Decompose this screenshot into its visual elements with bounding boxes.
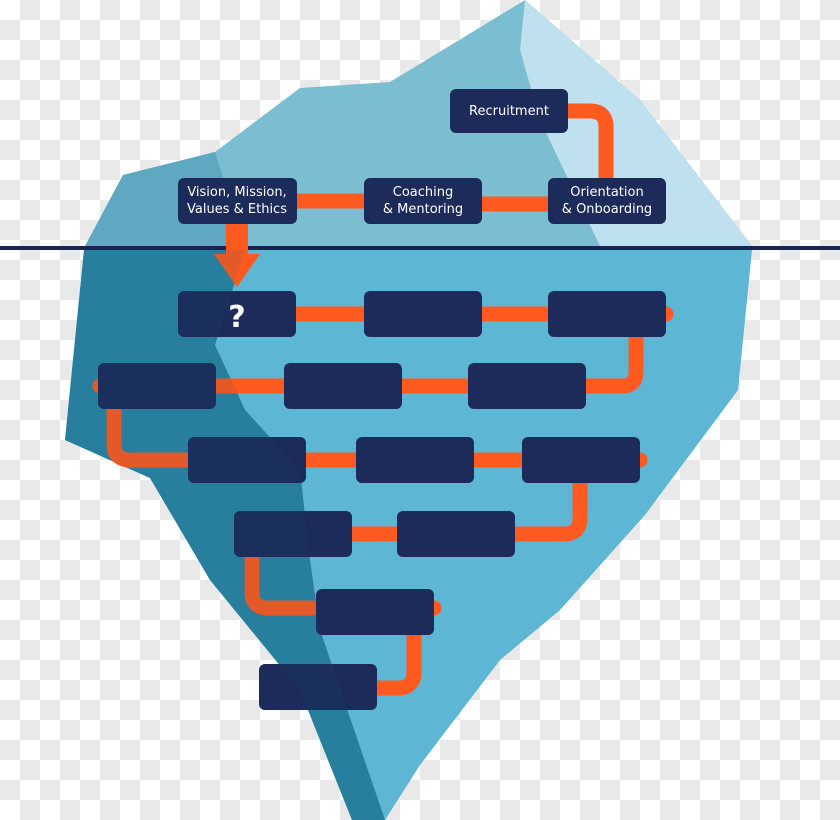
hidden-node-box <box>356 437 474 483</box>
node-vision-label-line2: Values & Ethics <box>187 202 287 217</box>
hidden-node-box <box>316 589 434 635</box>
unknown-marker: ? <box>228 300 245 335</box>
node-recruitment-label: Recruitment <box>469 104 549 119</box>
hidden-node-box <box>522 437 640 483</box>
node-coaching: Coaching & Mentoring <box>364 178 482 224</box>
hidden-node-box <box>397 511 515 557</box>
node-orientation-label-line2: & Onboarding <box>562 202 652 217</box>
node-orientation-label-line1: Orientation <box>570 185 643 200</box>
node-coaching-label-line2: & Mentoring <box>383 202 463 217</box>
hidden-node-box <box>284 363 402 409</box>
node-vision-label-line1: Vision, Mission, <box>187 185 286 200</box>
node-coaching-label-line1: Coaching <box>393 185 454 200</box>
hidden-node-box <box>548 291 666 337</box>
hidden-node-box <box>468 363 586 409</box>
node-orientation: Orientation & Onboarding <box>548 178 666 224</box>
hidden-node-box <box>364 291 482 337</box>
node-recruitment: Recruitment <box>450 89 568 133</box>
node-vision: Vision, Mission, Values & Ethics <box>178 178 297 224</box>
